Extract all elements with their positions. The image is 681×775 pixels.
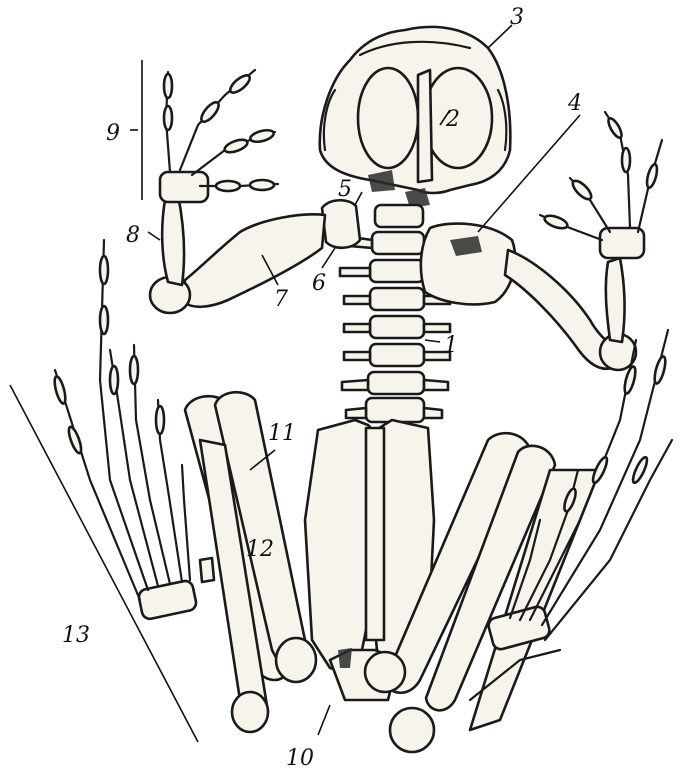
label-8: 8 [126,223,140,248]
left-humerus [182,214,325,306]
label-13: 13 [62,623,90,648]
urostyle [366,428,384,640]
label-3: 3 [510,5,524,30]
label-7: 7 [274,287,288,312]
label-2: 2 [445,107,460,132]
right-suprascapula [421,224,515,305]
left-scapula [322,200,360,248]
left-forelimb [150,70,325,313]
right-forelimb [505,112,662,370]
label-6: 6 [312,271,326,296]
label-12: 12 [246,537,274,562]
label-4: 4 [567,91,582,116]
label-1: 1 [444,333,458,358]
label-10: 10 [286,746,314,771]
label-5: 5 [338,177,352,202]
label-11: 11 [268,421,296,446]
left-radioulna [162,195,184,285]
label-9: 9 [106,121,120,146]
right-radioulna [606,258,625,342]
parasphenoid [418,70,432,182]
left-ilium [305,420,375,672]
right-tarsals [487,605,551,651]
left-orbit [358,68,418,168]
left-hindlimb [53,240,316,732]
